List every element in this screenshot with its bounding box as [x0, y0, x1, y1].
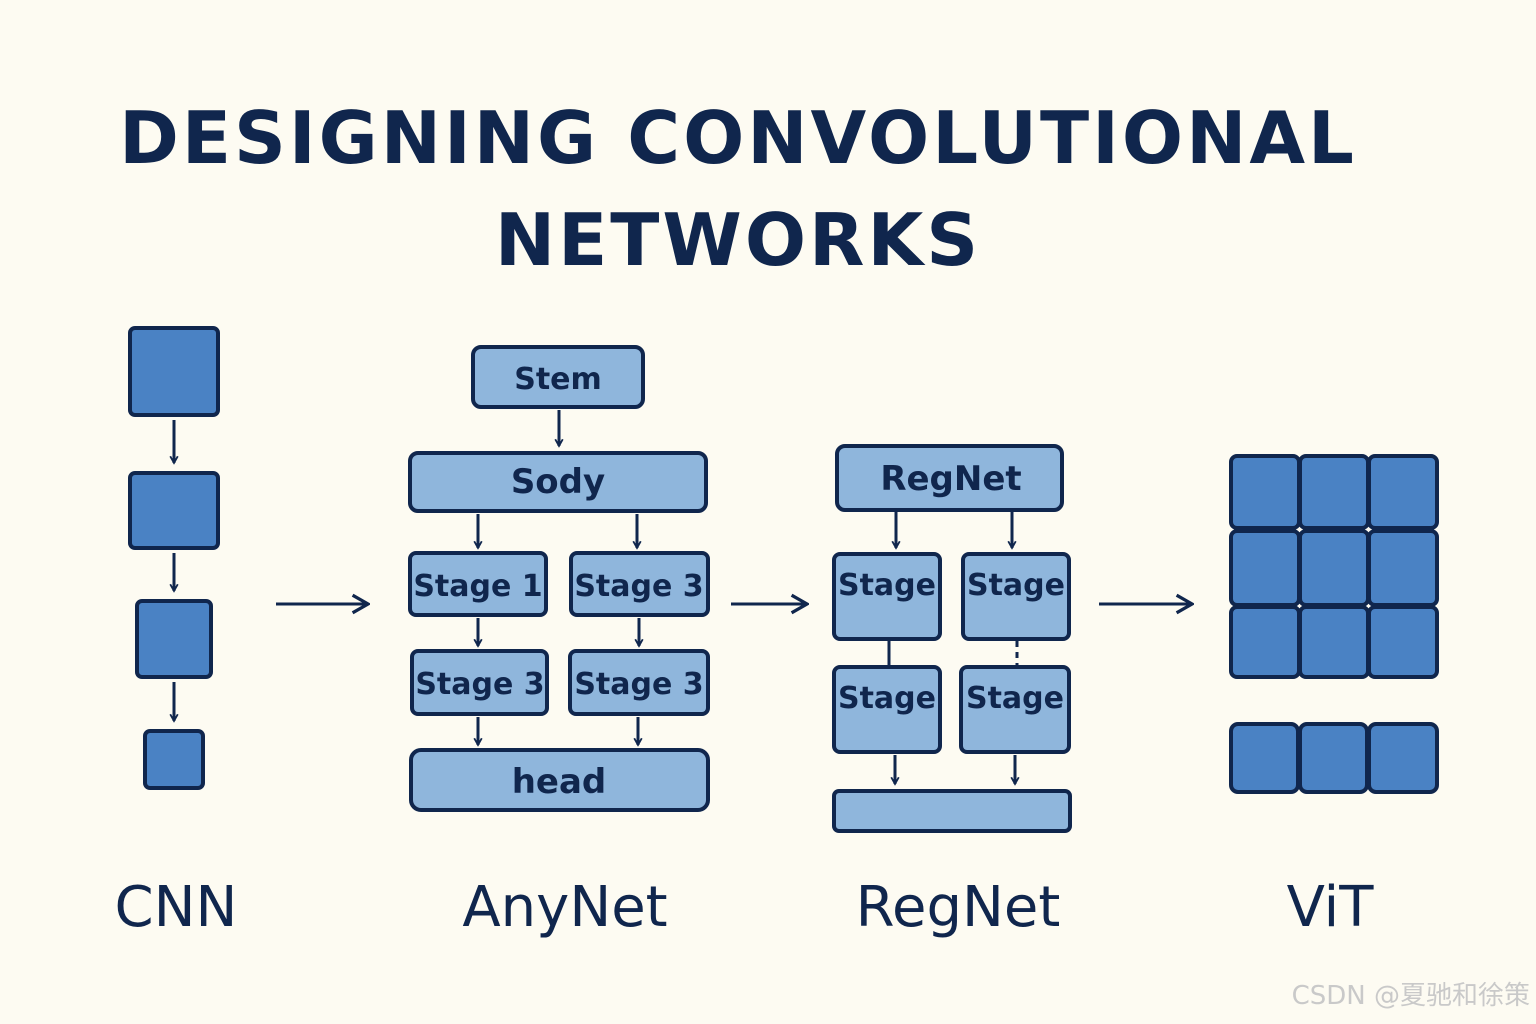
cnn-block-3 [135, 599, 213, 679]
regnet-stage-box-2 [961, 552, 1071, 641]
vit-patch [1367, 529, 1439, 607]
regnet-top-label: RegNet [880, 459, 1021, 499]
anynet-body-label: Sody [511, 462, 605, 502]
regnet-connectors [887, 641, 1019, 665]
anynet-stage-label-3: Stage 3 [415, 667, 544, 702]
vit-patch [1229, 605, 1301, 679]
anynet-stage-box-2 [569, 551, 710, 617]
anynet-arrows [478, 410, 639, 745]
anynet-head-box [409, 748, 710, 812]
anynet-stage-box-4 [568, 649, 710, 716]
regnet-arrows [895, 512, 1015, 784]
vit-token-row [1229, 722, 1439, 794]
regnet-stage-box-3 [832, 665, 942, 754]
anynet-boxes [408, 345, 710, 812]
regnet-stage-label-4: Stage [966, 681, 1064, 716]
cnn-column [128, 326, 220, 790]
watermark: CSDN @夏驰和徐策 [1291, 981, 1530, 1011]
vit-patch [1298, 454, 1370, 530]
anynet-head-label: head [512, 762, 607, 802]
vit-patch [1367, 605, 1439, 679]
anynet-stage-label-2: Stage 3 [574, 569, 703, 604]
anynet-stem-box [471, 345, 645, 409]
cnn-block-2 [128, 471, 220, 550]
caption-regnet: RegNet [855, 875, 1061, 940]
caption-vit: ViT [1286, 875, 1374, 940]
regnet-stage-box-4 [959, 665, 1071, 754]
vit-token [1229, 722, 1300, 794]
cnn-block-4 [143, 729, 205, 790]
vit-token [1367, 722, 1439, 794]
vit-patch-grid [1229, 454, 1439, 679]
anynet-stage-label-4: Stage 3 [574, 667, 703, 702]
regnet-boxes [832, 444, 1072, 833]
title-line-2: NETWORKS [494, 198, 982, 282]
vit-patch [1229, 529, 1301, 607]
anynet-stage-box-3 [410, 649, 549, 716]
caption-cnn: CNN [114, 875, 238, 940]
vit-patch [1298, 605, 1370, 679]
vit-patch [1367, 454, 1439, 530]
caption-anynet: AnyNet [462, 875, 668, 940]
anynet-body-box [408, 451, 708, 513]
anynet-labels: Stem Sody Stage 1 Stage 3 Stage 3 Stage … [413, 362, 703, 802]
vit-patch [1298, 529, 1370, 607]
regnet-stage-label-1: Stage [838, 568, 936, 603]
regnet-top-box [835, 444, 1064, 512]
regnet-labels: RegNet Stage Stage Stage Stage [838, 459, 1065, 716]
regnet-bottom-bar [832, 789, 1072, 833]
regnet-stage-label-2: Stage [967, 568, 1065, 603]
regnet-stage-box-1 [832, 552, 942, 641]
regnet-stage-label-3: Stage [838, 681, 936, 716]
anynet-stage-box-1 [408, 551, 548, 617]
anynet-stem-label: Stem [514, 362, 602, 397]
cnn-block-1 [128, 326, 220, 417]
vit-token [1298, 722, 1369, 794]
vit-patch [1229, 454, 1301, 530]
anynet-stage-label-1: Stage 1 [413, 569, 542, 604]
title-line-1: DESIGNING CONVOLUTIONAL [119, 96, 1357, 180]
